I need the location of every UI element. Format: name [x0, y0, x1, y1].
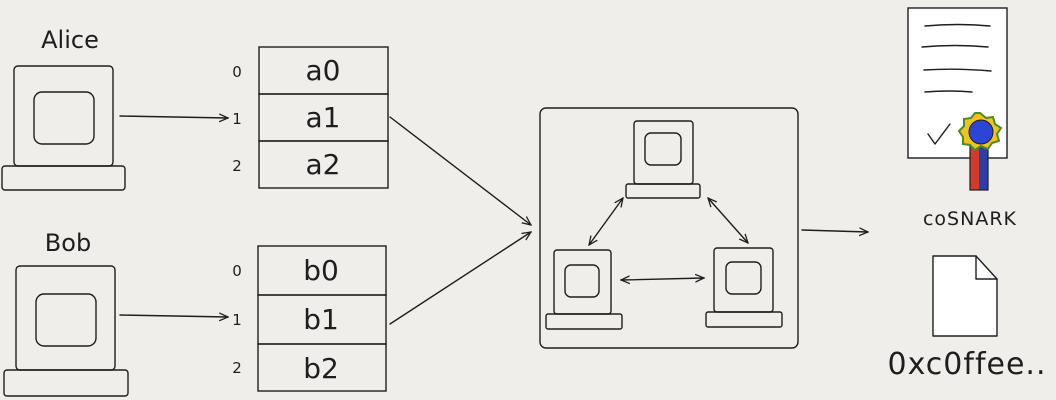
alice-party: Alice — [1, 26, 126, 191]
certificate-icon — [907, 7, 1008, 191]
checkmark-icon — [927, 123, 951, 145]
seal-ribbon-icon — [969, 141, 989, 191]
mpc-link-top-right — [708, 198, 748, 243]
network-output-arrow — [801, 230, 868, 232]
alice-input-table: 0 1 2 a0 a1 a2 — [232, 46, 389, 189]
bob-cell-2 — [257, 343, 387, 392]
alice-computer-icon — [1, 65, 126, 191]
seal-icon — [957, 112, 1003, 152]
file-icon — [932, 255, 998, 337]
bob-value-2: b2 — [303, 352, 339, 385]
bob-party: Bob — [3, 229, 129, 397]
bob-input-arrow — [119, 315, 228, 317]
bob-value-0: b0 — [303, 254, 339, 287]
alice-to-network-arrow — [389, 116, 531, 225]
mpc-link-left-right — [621, 278, 704, 280]
bob-value-1: b1 — [303, 303, 339, 336]
bob-index-2: 2 — [232, 359, 242, 377]
alice-index-1: 1 — [232, 110, 242, 128]
bob-index-0: 0 — [232, 262, 242, 280]
bob-name: Bob — [45, 229, 91, 257]
mpc-network — [539, 107, 799, 349]
alice-value-2: a2 — [306, 148, 341, 181]
mpc-network-frame — [539, 107, 799, 349]
bob-to-network-arrow — [389, 232, 531, 325]
alice-index-0: 0 — [232, 63, 242, 81]
bob-input-table: 0 1 2 b0 b1 b2 — [232, 245, 387, 392]
mpc-node-left-icon — [545, 249, 623, 330]
mpc-node-right-icon — [705, 247, 783, 328]
alice-value-0: a0 — [306, 54, 341, 87]
certificate-label: coSNARK — [923, 208, 1017, 230]
alice-index-2: 2 — [232, 157, 242, 175]
bob-index-1: 1 — [232, 311, 242, 329]
alice-cell-2 — [258, 140, 389, 189]
mpc-link-top-left — [589, 198, 623, 245]
hash-label: 0xc0ffee.. — [887, 347, 1046, 382]
alice-value-1: a1 — [306, 101, 341, 134]
alice-name: Alice — [41, 26, 99, 54]
mpc-node-top-icon — [625, 120, 701, 199]
bob-computer-icon — [3, 265, 129, 397]
alice-input-arrow — [119, 116, 228, 118]
